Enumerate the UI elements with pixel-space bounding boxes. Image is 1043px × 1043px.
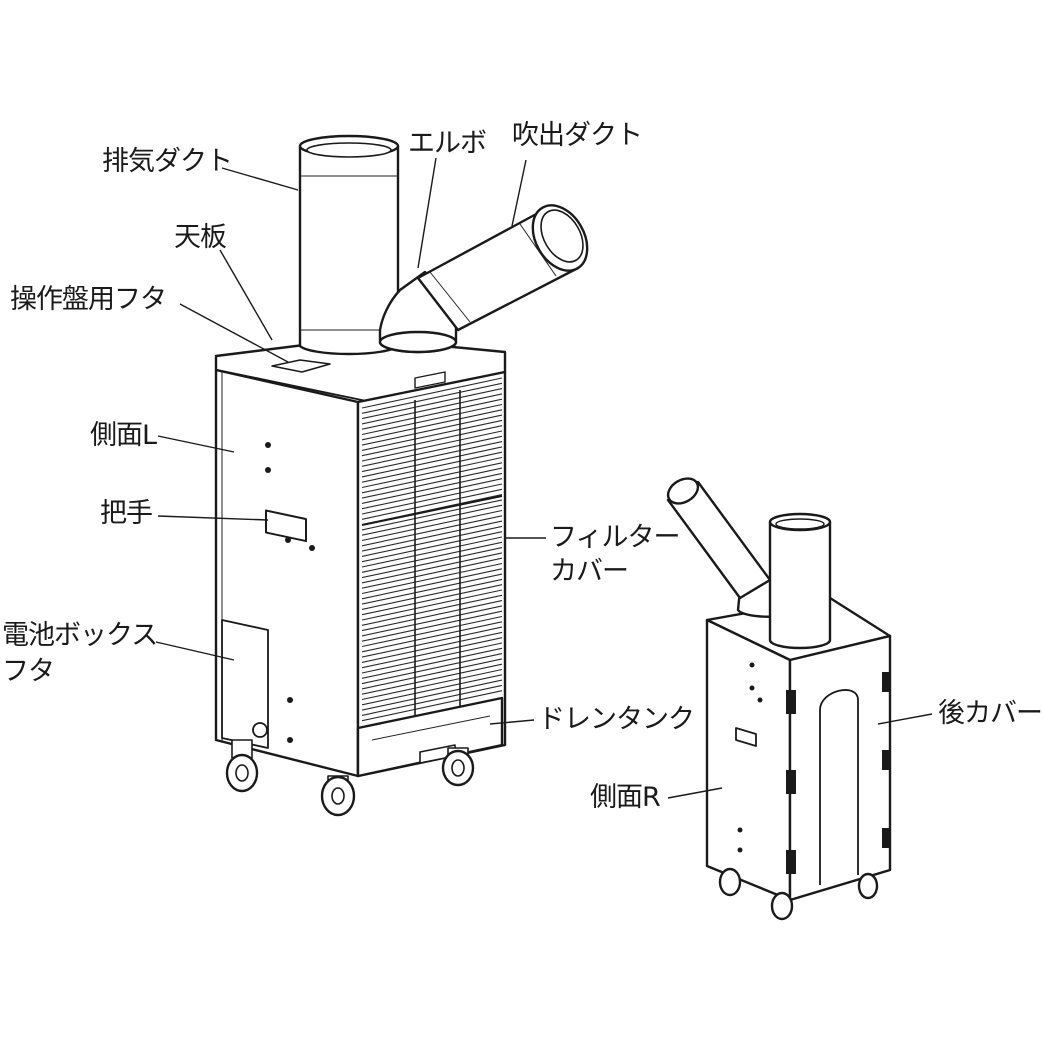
grille-slat — [361, 658, 503, 690]
grille-slat — [361, 547, 503, 579]
grille-slat — [361, 467, 503, 499]
label-rear-cover: 後カバー — [938, 698, 1043, 729]
label-side-r: 側面R — [590, 782, 661, 813]
caster — [320, 775, 356, 817]
main-unit — [214, 134, 589, 817]
grille-slat — [361, 562, 503, 595]
exhaust-duct-r — [768, 512, 832, 650]
grille-slat — [361, 615, 503, 648]
grille-slat — [361, 594, 503, 626]
grille-slat — [361, 610, 503, 642]
label-outlet-duct: 吹出ダクト — [512, 120, 643, 151]
grille-slat — [361, 419, 503, 451]
label-filter-cover-1: フィルター — [550, 522, 680, 553]
label-panel-cover: 操作盤用フタ — [10, 284, 167, 315]
label-filter-cover-2: カバー — [550, 556, 629, 587]
grille-slat — [361, 393, 503, 425]
grille-slat — [361, 605, 503, 637]
label-exhaust-duct: 排気ダクト — [102, 146, 233, 177]
exhaust-duct — [298, 134, 400, 356]
label-top-plate: 天板 — [174, 222, 227, 253]
grille-slat — [361, 451, 503, 483]
drain-tank — [356, 696, 504, 778]
handle-r — [735, 727, 757, 747]
grille-slat — [361, 621, 503, 653]
grille-slat — [361, 446, 503, 478]
grille-slat — [361, 600, 503, 632]
outlet-duct — [416, 204, 589, 332]
grille-slat — [361, 637, 503, 669]
grille-slat — [361, 425, 503, 457]
grille-slat — [361, 584, 503, 616]
grille-slat — [361, 483, 503, 515]
grille-slat — [361, 578, 503, 610]
grille-slat — [361, 589, 503, 621]
grille-slat — [361, 679, 503, 711]
label-battery-cover-2: フタ — [2, 656, 55, 687]
grille-slat — [361, 409, 503, 441]
elbow — [378, 270, 458, 354]
grille-slat — [361, 472, 503, 504]
grille-slat — [361, 520, 503, 552]
control-panel-cover — [271, 359, 331, 373]
grille-slat — [361, 573, 503, 605]
grille-slat — [361, 552, 503, 584]
label-elbow: エルボ — [408, 128, 487, 159]
grille-slat — [361, 403, 503, 436]
grille-slat — [361, 631, 503, 663]
filter-cover — [356, 370, 507, 778]
grille-slat — [361, 647, 503, 679]
grille-slat — [361, 377, 503, 409]
grille-slat — [361, 430, 503, 462]
grille-slat — [361, 684, 503, 716]
rear-unit — [666, 477, 892, 921]
label-handle: 把手 — [100, 498, 153, 529]
grille-slat — [361, 536, 503, 568]
grille-slat — [361, 441, 503, 473]
grille-slat — [361, 456, 503, 489]
label-battery-cover-1: 電池ボックス — [2, 620, 158, 651]
grille-slat — [361, 642, 503, 674]
side-panel-r — [705, 618, 792, 902]
grille-slat — [361, 525, 503, 557]
grille-slat — [361, 626, 503, 658]
grille-slat — [361, 531, 503, 563]
grille-slat — [361, 663, 503, 695]
caster — [441, 747, 475, 787]
grille-slat — [361, 509, 503, 542]
label-drain-tank: ドレンタンク — [538, 704, 695, 735]
grille-slat — [361, 478, 503, 510]
grille-slat — [361, 674, 503, 706]
caster — [225, 739, 259, 793]
label-side-l: 側面L — [90, 420, 157, 451]
filter-grille — [361, 377, 503, 722]
grille-slat — [361, 504, 503, 536]
grille-slat — [361, 488, 503, 520]
grille-slat — [361, 568, 503, 600]
grille-slat — [361, 462, 503, 494]
grille-slat — [361, 435, 503, 467]
grille-slat — [361, 382, 503, 414]
grille-slat — [361, 414, 503, 446]
handle-l — [265, 509, 307, 543]
grille-slat — [361, 690, 503, 722]
grille-slat — [361, 388, 503, 420]
grille-slat — [361, 398, 503, 430]
leader-lines — [155, 157, 933, 799]
grille-slat — [361, 515, 503, 547]
grille-slat — [361, 668, 503, 701]
grille-slat — [361, 557, 503, 589]
battery-box-cover — [221, 619, 269, 749]
grille-slat — [361, 653, 503, 685]
grille-slat — [361, 499, 503, 531]
grille-slat — [361, 541, 503, 573]
